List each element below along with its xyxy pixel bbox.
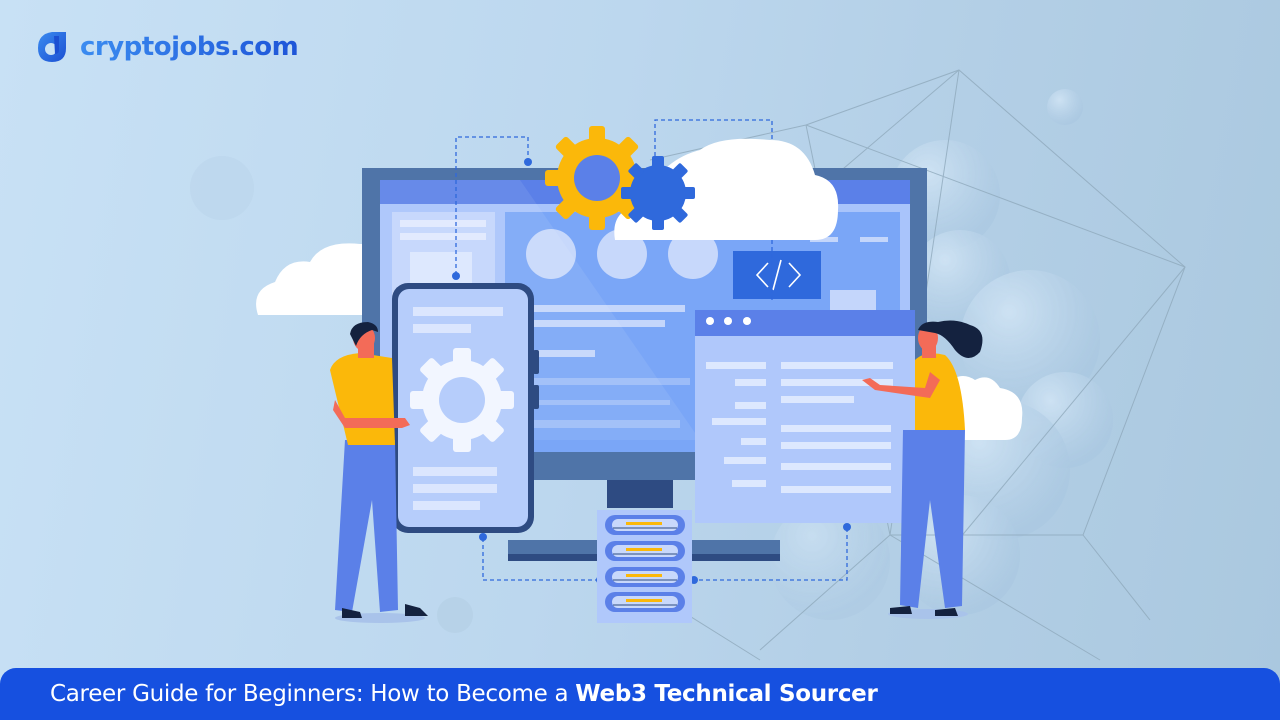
browser-window (695, 310, 915, 523)
cryptojobs-logo-icon (38, 32, 66, 62)
brand-logo[interactable]: cryptojobs.com (32, 28, 299, 66)
phone (392, 283, 539, 533)
dashed-connectors (455, 119, 848, 581)
gear-blue-icon (621, 156, 695, 230)
logo-text: cryptojobs.com (80, 32, 299, 62)
title-regular: Career Guide for Beginners: How to Becom… (50, 681, 569, 707)
code-tag-icon (755, 259, 802, 291)
title-bold: Web3 Technical Sourcer (575, 681, 878, 707)
person-man (330, 322, 428, 623)
person-woman (862, 320, 983, 619)
phone-gear-icon (410, 348, 514, 452)
cloud-left (256, 243, 390, 315)
server-stack (597, 510, 692, 623)
title-banner: Career Guide for Beginners: How to Becom… (0, 668, 1280, 720)
